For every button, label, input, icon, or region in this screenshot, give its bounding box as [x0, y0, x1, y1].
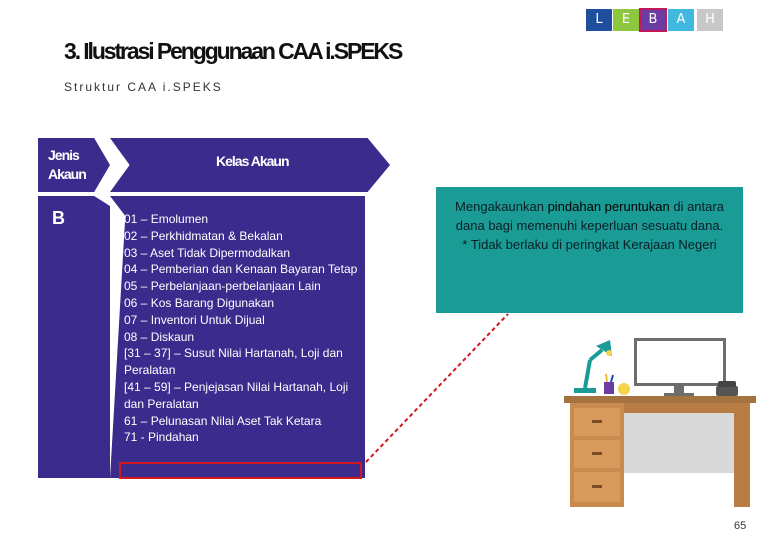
list-item: 01 – Emolumen — [124, 212, 209, 226]
desk-illustration — [564, 338, 756, 507]
note-box: Mengakaunkan pindahan peruntukan di anta… — [436, 187, 743, 313]
lamp-icon — [574, 340, 612, 393]
pencil-cup-icon — [604, 373, 614, 394]
tab-h[interactable]: H — [697, 9, 723, 31]
jenis-body-shape — [38, 196, 110, 478]
list-item: 03 – Aset Tidak Dipermodalkan — [124, 245, 291, 260]
note-emphasis: pindahan peruntukan — [547, 199, 670, 214]
list-item: 02 – Perkhidmatan & Bekalan — [124, 228, 283, 243]
list-item: 07 – Inventori Untuk Dijual — [124, 312, 265, 327]
note-text-before: Mengakaunkan — [455, 199, 548, 214]
list-item: 08 – Diskaun — [124, 329, 195, 344]
jenis-header-shape — [38, 138, 110, 192]
monitor-icon — [634, 338, 726, 396]
jenis-value: B — [52, 208, 65, 228]
tab-b[interactable]: B — [639, 8, 667, 32]
page-number: 65 — [734, 520, 747, 532]
list-item: 71 - Pindahan — [124, 430, 199, 445]
note-footnote: * Tidak berlaku di peringkat Kerajaan Ne… — [462, 237, 717, 252]
clock-icon — [618, 383, 630, 395]
kelas-list: 01 – Emolumen 02 – Perkhidmatan & Bekala… — [124, 211, 364, 446]
tab-e[interactable]: E — [613, 9, 639, 31]
list-item: 05 – Perbelanjaan-perbelanjaan Lain — [124, 279, 321, 294]
list-item: [41 – 59] – Penjejasan Nilai Hartanah, L… — [124, 379, 349, 411]
note-text-after: di antara dana bagi memenuhi keperluan s… — [455, 199, 724, 233]
kelas-header-label: Kelas Akaun — [216, 153, 290, 169]
highlight-box — [119, 462, 362, 479]
tab-l[interactable]: L — [586, 9, 612, 31]
list-item: 06 – Kos Barang Digunakan — [124, 295, 275, 310]
jenis-header-label: Jenis Akaun — [48, 147, 87, 182]
list-item: 61 – Pelunasan Nilai Aset Tak Ketara — [124, 413, 322, 428]
list-item: [31 – 37] – Susut Nilai Hartanah, Loji d… — [124, 346, 343, 378]
kelas-header-shape — [110, 138, 390, 192]
phone-icon — [716, 381, 738, 396]
page-title: 3. Ilustrasi Penggunaan CAA i.SPEKS — [64, 38, 403, 64]
page-subtitle: Struktur CAA i.SPEKS — [64, 80, 223, 94]
kelas-body-shape — [110, 196, 365, 478]
tab-a[interactable]: A — [668, 9, 694, 31]
list-item: 04 – Pemberian dan Kenaan Bayaran Tetap — [124, 262, 358, 277]
